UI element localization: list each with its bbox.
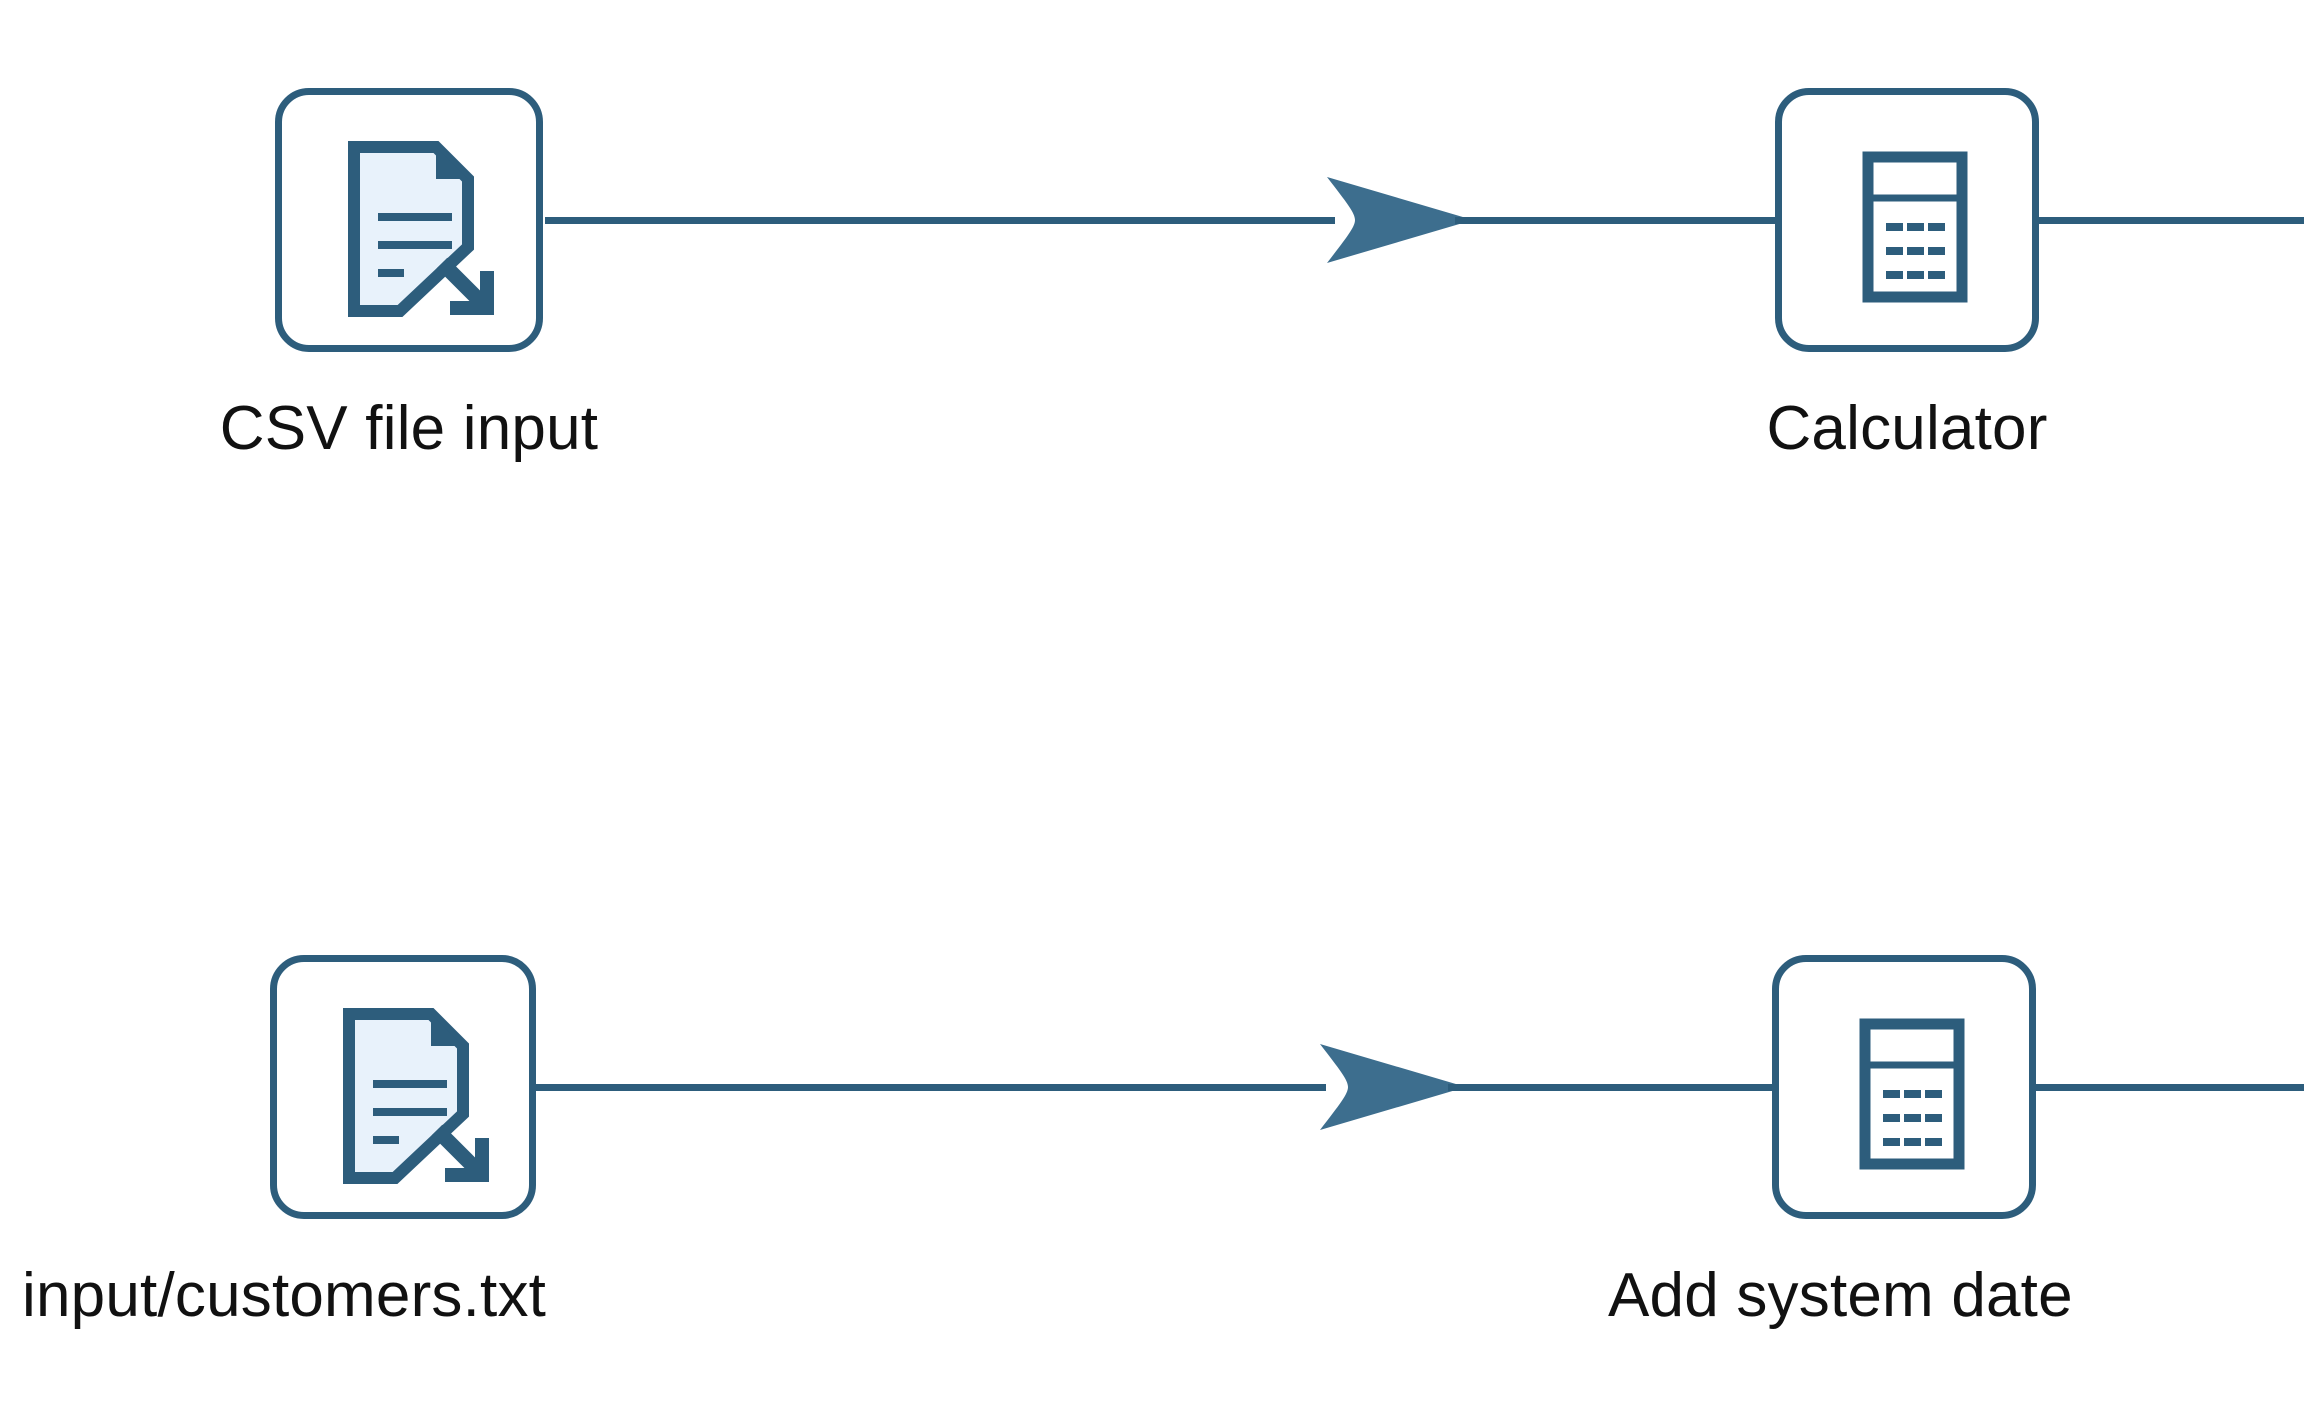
pipeline-row-bottom: input/customers.txt <box>0 867 2304 1347</box>
connector-line-top-mid <box>1455 217 1777 224</box>
arrow-right-icon-top <box>1325 175 1475 265</box>
node-label-calculator: Calculator <box>1766 394 2048 463</box>
node-add-system-date[interactable] <box>1772 955 2036 1219</box>
node-calculator[interactable] <box>1775 88 2039 352</box>
document-with-arrow-icon <box>277 962 529 1212</box>
node-label-input-customers-txt: input/customers.txt <box>22 1261 547 1330</box>
document-with-arrow-icon <box>282 95 536 345</box>
node-input-customers-txt[interactable] <box>270 955 536 1219</box>
connector-line-top-right <box>2036 217 2304 224</box>
connector-line-bottom-left <box>536 1084 1326 1091</box>
connector-line-bottom-mid <box>1448 1084 1778 1091</box>
connector-line-top-left <box>545 217 1335 224</box>
pipeline-row-top: CSV file input <box>0 0 2304 480</box>
node-label-csv-file-input: CSV file input <box>219 394 599 463</box>
connector-line-bottom-right <box>2036 1084 2304 1091</box>
arrow-right-icon-bottom <box>1318 1042 1468 1132</box>
node-label-add-system-date: Add system date <box>1608 1261 2073 1330</box>
node-csv-file-input[interactable] <box>275 88 543 352</box>
calculator-icon <box>1779 962 2029 1212</box>
calculator-icon <box>1782 95 2032 345</box>
